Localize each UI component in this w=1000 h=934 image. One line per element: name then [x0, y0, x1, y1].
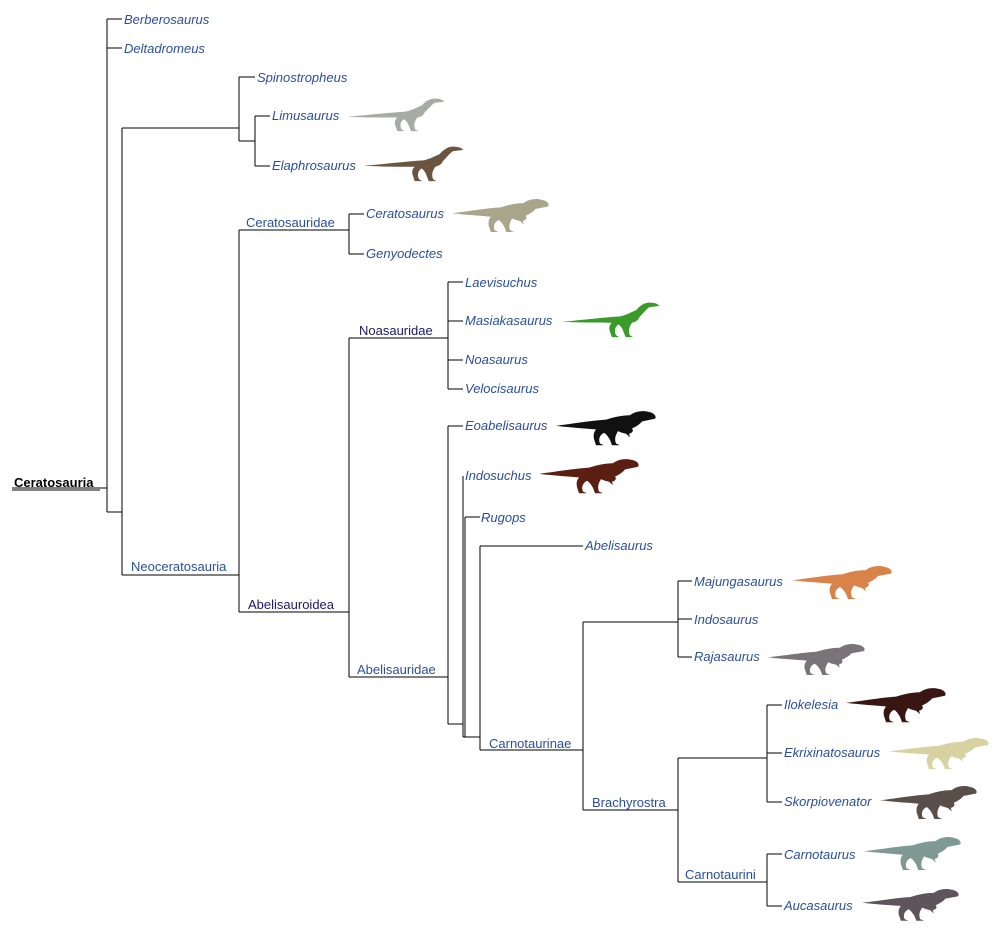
taxon-indosuchus: Indosuchus [465, 468, 532, 483]
clade-label-carnotaurini: Carnotaurini [685, 867, 756, 882]
rajasaurus-silhouette [768, 643, 865, 675]
clade-labels: Ceratosauria Neoceratosauria Ceratosauri… [12, 215, 756, 882]
taxon-aucasaurus: Aucasaurus [783, 898, 853, 913]
carnotaurus-silhouette [864, 837, 961, 870]
taxon-carnotaurus: Carnotaurus [784, 847, 856, 862]
taxon-labels: Berberosaurus Deltadromeus Spinostropheu… [124, 12, 881, 913]
clade-label-abelisauroidea: Abelisauroidea [248, 597, 335, 612]
taxon-deltadromeus: Deltadromeus [124, 41, 205, 56]
taxon-genyodectes: Genyodectes [366, 246, 443, 261]
clade-label-carnotaurinae: Carnotaurinae [489, 736, 571, 751]
taxon-majungasaurus: Majungasaurus [694, 574, 783, 589]
majungasaurus-silhouette [792, 566, 892, 599]
clade-label-brachyrostra: Brachyrostra [592, 795, 666, 810]
ceratosaurus-silhouette [452, 199, 549, 232]
elaphrosaurus-silhouette [364, 146, 464, 182]
taxon-velocisaurus: Velocisaurus [465, 381, 539, 396]
masiakasaurus-silhouette [562, 302, 660, 338]
taxon-abelisaurus: Abelisaurus [584, 538, 653, 553]
silhouettes [348, 98, 989, 921]
clade-label-ceratosauridae: Ceratosauridae [246, 215, 335, 230]
taxon-ilokelesia: Ilokelesia [784, 697, 838, 712]
root-label: Ceratosauria [14, 475, 94, 490]
taxon-laevisuchus: Laevisuchus [465, 275, 538, 290]
taxon-noasaurus: Noasaurus [465, 352, 528, 367]
taxon-ekrixinatosaurus: Ekrixinatosaurus [784, 745, 881, 760]
clade-label-abelisauridae: Abelisauridae [357, 662, 436, 677]
indosuchus-silhouette [539, 459, 639, 494]
taxon-eoabelisaurus: Eoabelisaurus [465, 418, 548, 433]
taxon-masiakasaurus: Masiakasaurus [465, 313, 553, 328]
limusaurus-silhouette [348, 98, 445, 132]
taxon-rajasaurus: Rajasaurus [694, 649, 760, 664]
eoabelisaurus-silhouette [556, 411, 656, 446]
taxon-indosaurus: Indosaurus [694, 612, 759, 627]
taxon-spinostropheus: Spinostropheus [257, 70, 348, 85]
taxon-elaphrosaurus: Elaphrosaurus [272, 158, 356, 173]
clade-label-neoceratosauria: Neoceratosauria [131, 559, 227, 574]
branches [12, 18, 782, 907]
taxon-limusaurus: Limusaurus [272, 108, 340, 123]
ilokelesia-silhouette [846, 688, 946, 723]
ekrixinatosaurus-silhouette [889, 737, 989, 769]
taxon-berberosaurus: Berberosaurus [124, 12, 210, 27]
skorpiovenator-silhouette [880, 786, 977, 819]
taxon-skorpiovenator: Skorpiovenator [784, 794, 872, 809]
aucasaurus-silhouette [862, 888, 959, 921]
taxon-rugops: Rugops [481, 510, 526, 525]
taxon-ceratosaurus: Ceratosaurus [366, 206, 445, 221]
clade-label-noasauridae: Noasauridae [359, 323, 433, 338]
